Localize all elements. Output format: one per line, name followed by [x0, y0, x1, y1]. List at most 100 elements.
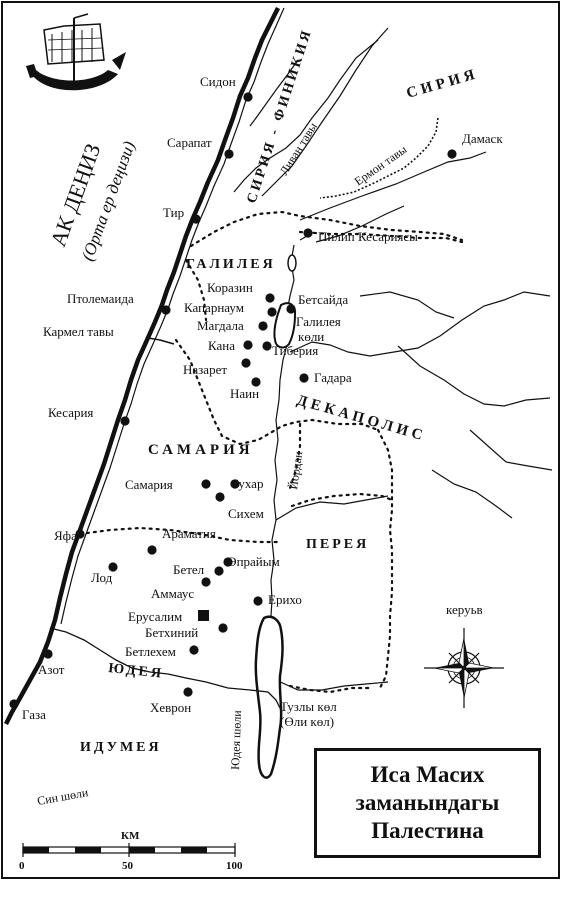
compass-label: керуьв: [446, 602, 483, 617]
region-decapolis: ДЕКАПОЛИС: [295, 392, 428, 444]
region-samaria: САМАРИЯ: [148, 442, 254, 458]
marker-emmaus: [201, 577, 211, 587]
marker-gaza: [9, 699, 19, 709]
label-dead-sea-2: (Өли көл): [280, 714, 334, 729]
label-judean-desert: Юдея шөли: [228, 709, 244, 770]
judea-boundary: [49, 627, 269, 693]
label-sychar: Сухар: [230, 476, 263, 491]
marker-samaria: [201, 479, 211, 489]
label-korazin: Коразин: [207, 280, 253, 295]
marker-caesarea-philippi: [303, 228, 313, 238]
label-damascus: Дамаск: [462, 131, 503, 146]
label-emmaus: Аммаус: [151, 586, 194, 601]
label-sidon: Сидон: [200, 74, 236, 89]
label-arimathea: Араматия: [162, 526, 216, 541]
label-bethlehem: Бетлехем: [125, 644, 176, 659]
marker-bethel: [214, 566, 224, 576]
label-bethel: Бетел: [173, 562, 205, 577]
region-idumea: ИДУМЕЯ: [80, 740, 162, 755]
label-shechem: Сихем: [228, 506, 264, 521]
marker-bethsaida: [286, 304, 296, 314]
label-sea-of-galilee-2: көли: [298, 329, 324, 344]
label-tiberias: Тиберия: [272, 343, 318, 358]
rivers: [233, 27, 553, 691]
title-line-3: Палестина: [371, 818, 484, 843]
label-jerusalem: Ерусалим: [128, 609, 182, 624]
label-hebron: Хеврон: [150, 700, 191, 715]
marker-ptolemais: [161, 305, 171, 315]
label-samaria: Самария: [125, 477, 173, 492]
marker-sarapat: [224, 149, 234, 159]
label-tyre: Тир: [163, 205, 184, 220]
marker-joppa: [75, 529, 85, 539]
jordan-river: [270, 244, 295, 617]
label-ephraim: Эпрайым: [228, 554, 280, 569]
marker-hebron: [183, 687, 193, 697]
label-capernaum: Капарнаум: [184, 300, 244, 315]
marker-sidon: [243, 92, 253, 102]
label-cana: Кана: [208, 338, 235, 353]
marker-caesarea: [120, 416, 130, 426]
label-caesarea: Кесария: [48, 405, 93, 420]
scale-tick-100: 100: [226, 860, 243, 872]
city-markers: [9, 92, 457, 709]
region-syria: СИРИЯ: [405, 66, 481, 102]
marker-nazareth: [241, 358, 251, 368]
coastline: [3, 6, 281, 726]
marker-tyre: [191, 214, 201, 224]
idumea-boundary: [267, 691, 283, 713]
scale-bar: [22, 843, 236, 857]
label-joppa: Яфа: [54, 528, 77, 543]
label-jordan: Йордан: [286, 450, 305, 491]
label-caesarea-philippi: Пилип Кесариясы: [318, 229, 418, 244]
label-sea-of-galilee-1: Галилея: [296, 314, 341, 329]
map-title-box: Иса Масих заманындагы Палестина: [314, 748, 541, 858]
region-perea: ПЕРЕЯ: [306, 537, 369, 552]
marker-magdala: [258, 321, 268, 331]
label-nain: Наин: [230, 386, 259, 401]
marker-arimathea: [147, 545, 157, 555]
marker-bethlehem: [189, 645, 199, 655]
map-frame: [1, 1, 560, 879]
marker-cana: [243, 340, 253, 350]
label-zin-desert: Син шөли: [36, 785, 90, 808]
region-boundaries: [78, 210, 464, 694]
label-carmel-mountain: Кармел тавы: [43, 324, 114, 339]
label-sarapat: Сарапат: [167, 135, 212, 150]
scale-unit: КМ: [121, 830, 140, 842]
carmel-ridge: [147, 337, 175, 345]
marker-bethany: [218, 623, 228, 633]
marker-damascus: [447, 149, 457, 159]
title-line-1: Иса Масих: [370, 762, 485, 787]
marker-lod: [108, 562, 118, 572]
compass-rose: [424, 628, 504, 708]
marker-shechem: [215, 492, 225, 502]
region-judea: ЮДЕЯ: [108, 661, 165, 682]
marker-capernaum: [267, 307, 277, 317]
marker-jericho: [253, 596, 263, 606]
label-ptolemais: Птолемаида: [67, 291, 134, 306]
dead-sea: [254, 615, 284, 779]
label-bethsaida: Бетсайда: [298, 292, 348, 307]
label-magdala: Магдала: [197, 318, 244, 333]
label-gadara: Гадара: [314, 370, 352, 385]
region-galilee: ГАЛИЛЕЯ: [186, 257, 276, 272]
label-nazareth: Назарет: [183, 362, 227, 377]
marker-gadara: [299, 373, 309, 383]
scale-tick-0: 0: [19, 860, 25, 872]
marker-sychar: [230, 479, 240, 489]
marker-tiberias: [262, 341, 272, 351]
coastline-inner: [60, 7, 285, 625]
scale-tick-50: 50: [122, 860, 134, 872]
marker-jerusalem: [198, 610, 209, 621]
lake-huleh: [287, 254, 297, 272]
title-line-2: заманындагы: [355, 790, 500, 815]
ship-drawing: [26, 13, 126, 91]
label-lod: Лод: [91, 570, 113, 585]
label-dead-sea-1: Тузлы көл: [280, 699, 337, 714]
marker-korazin: [265, 293, 275, 303]
marker-ephraim: [223, 557, 233, 567]
label-azotus: Азот: [38, 662, 65, 677]
